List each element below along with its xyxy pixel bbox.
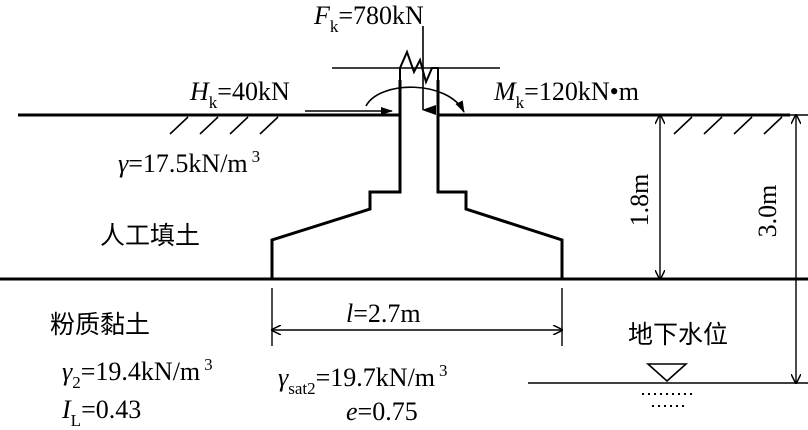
vertical-load-label: Fk=780kN: [313, 1, 424, 36]
water-table-label: 地下水位: [628, 320, 728, 349]
clay-e-label: e=0.75: [346, 397, 418, 426]
ground-hatch-right: [673, 116, 783, 135]
depth-dimension-label: 1.8m: [625, 174, 654, 227]
water-table-triangle: [645, 363, 689, 383]
clay-il-label: IL=0.43: [61, 395, 141, 430]
width-dimension-label: l=2.7m: [346, 299, 421, 328]
moment-arc: [365, 86, 465, 113]
ground-hatch-left: [169, 116, 279, 135]
fill-soil-name: 人工填土: [100, 221, 200, 250]
water-depth-dimension-label: 3.0m: [753, 185, 782, 238]
column-break-mark: [399, 49, 439, 86]
foundation-outline: [270, 80, 564, 279]
clay-soil-name: 粉质黏土: [50, 310, 150, 339]
moment-label: Mk=120kN•m: [493, 77, 639, 112]
horizontal-load-label: Hk=40kN: [189, 77, 290, 112]
